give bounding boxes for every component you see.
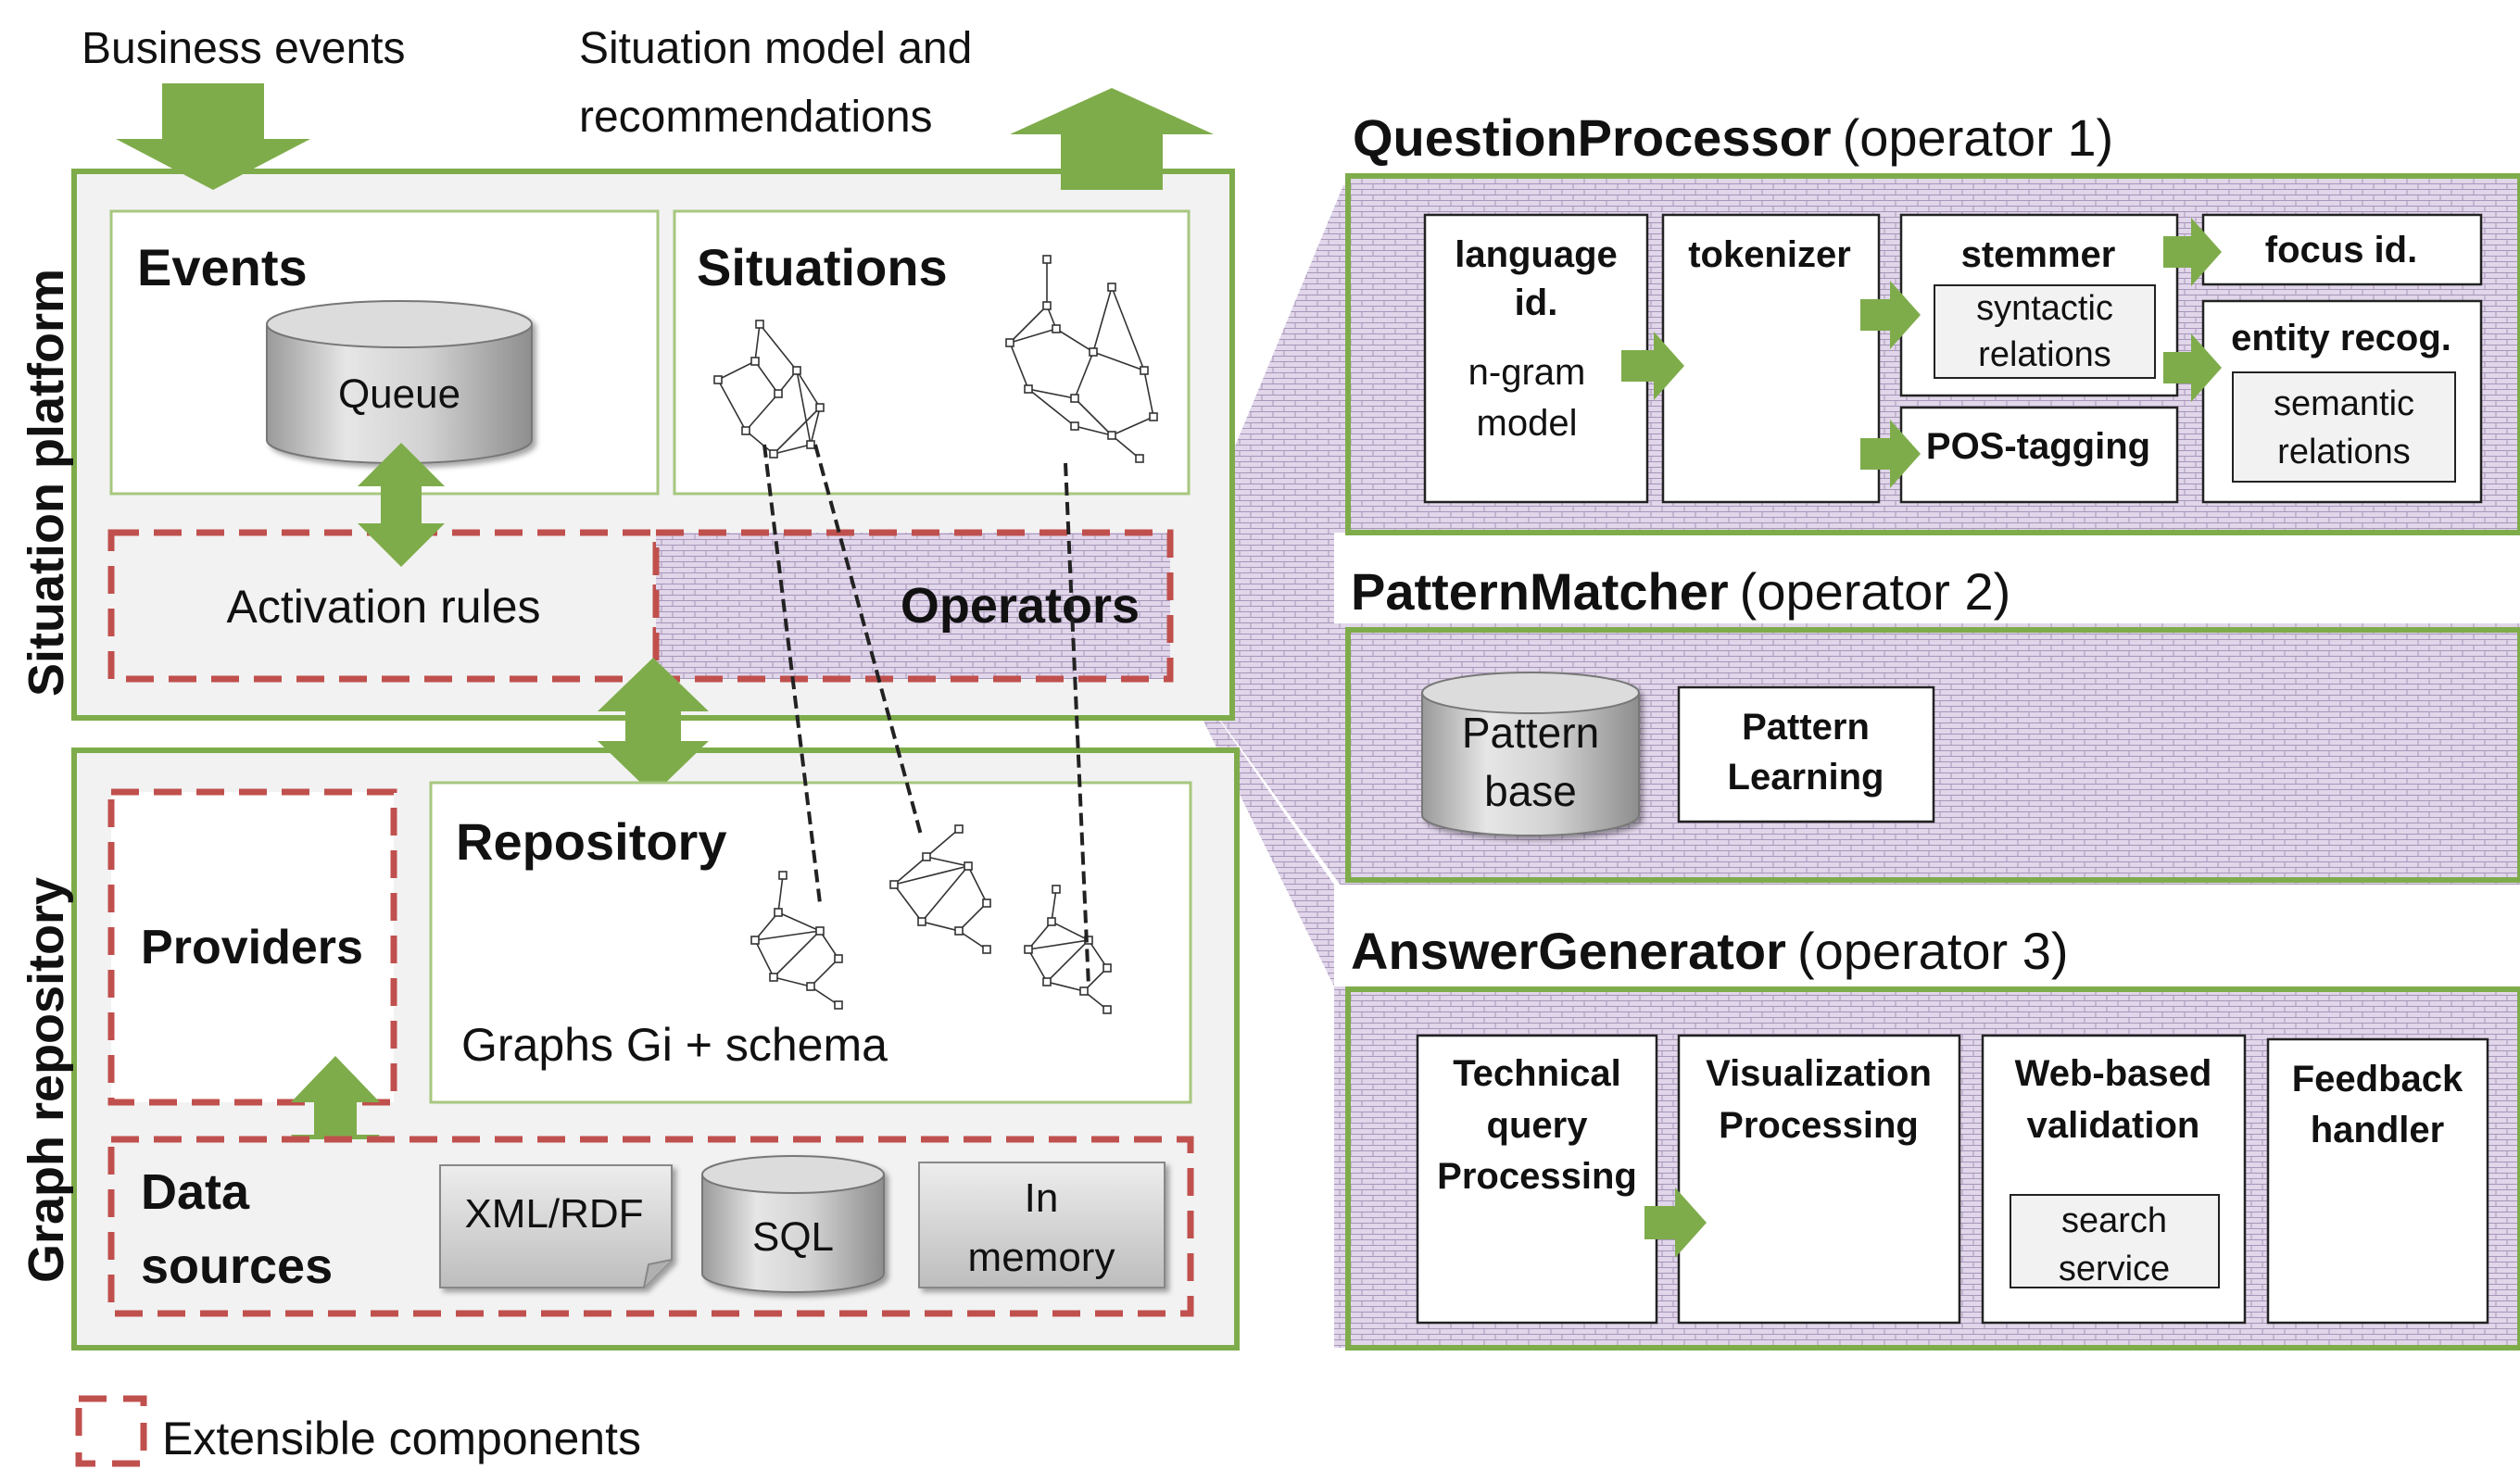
data-sources-label-2: sources — [141, 1238, 333, 1294]
search-service-box — [2010, 1194, 2220, 1288]
pattern-learning-label-1: Pattern — [1742, 707, 1870, 748]
pattern-learning-label-2: Learning — [1728, 757, 1884, 798]
pos-tagging-box — [1899, 406, 2179, 504]
legend-label: Extensible components — [162, 1413, 641, 1464]
focus-id-label: focus id. — [2265, 230, 2417, 270]
technical-label-1: Technical — [1453, 1053, 1621, 1094]
semantic-label-1: semantic — [2274, 384, 2414, 423]
web-label-1: Web-based — [2015, 1053, 2212, 1094]
in-memory-label-1: In — [1025, 1175, 1059, 1221]
semantic-label-2: relations — [2277, 433, 2411, 471]
answer-generator-title: AnswerGenerator(operator 3) — [1351, 922, 2069, 980]
pattern-matcher-title: PatternMatcher(operator 2) — [1351, 562, 2010, 621]
tokenizer-label: tokenizer — [1688, 234, 1851, 275]
platform-repository-arrow — [598, 658, 709, 795]
graph-repository-side-label: Graph repository — [19, 877, 74, 1283]
situations-box — [673, 209, 1191, 496]
visualization-label-2: Processing — [1719, 1105, 1919, 1146]
situation-model-label: Situation model and — [579, 24, 972, 73]
pos-tagging-label: POS-tagging — [1926, 426, 2150, 467]
question-processor-title: QuestionProcessor(operator 1) — [1353, 108, 2113, 167]
search-label-2: service — [2059, 1250, 2170, 1288]
in-memory-box — [918, 1162, 1166, 1288]
stemmer-label: stemmer — [1961, 234, 2116, 275]
queue-icon — [266, 300, 533, 464]
visualization-label-1: Visualization — [1706, 1053, 1932, 1094]
syntactic-label-1: syntactic — [1976, 289, 2113, 328]
situations-title: Situations — [697, 238, 948, 296]
events-title: Events — [137, 238, 308, 296]
sql-database-icon — [701, 1155, 885, 1293]
technical-to-visualization-arrow — [1644, 1187, 1707, 1258]
syntactic-label-2: relations — [1978, 335, 2111, 374]
pattern-base-label-1: Pattern — [1462, 709, 1599, 757]
providers-label: Providers — [141, 921, 363, 974]
data-sources-label-1: Data — [141, 1164, 250, 1220]
technical-query-box — [1416, 1034, 1658, 1325]
feedback-label-1: Feedback — [2292, 1059, 2463, 1099]
tokenizer-box — [1661, 213, 1881, 504]
ngram-label-1: n-gram — [1468, 352, 1586, 393]
providers-box — [107, 788, 397, 1106]
sql-label: SQL — [752, 1214, 834, 1260]
syntactic-relations-box — [1934, 284, 2156, 379]
feedback-label-2: handler — [2311, 1110, 2444, 1150]
web-label-2: validation — [2027, 1105, 2200, 1146]
semantic-relations-box — [2232, 371, 2456, 483]
feedback-handler-box — [2266, 1037, 2489, 1325]
queue-label: Queue — [338, 371, 460, 417]
recommendations-label: recommendations — [579, 93, 933, 142]
graph-link-lines — [762, 444, 1090, 987]
operators-box — [652, 529, 1174, 683]
activation-rules-label: Activation rules — [226, 581, 540, 633]
flow-arrows — [1621, 218, 2222, 488]
language-id-label-1: language — [1455, 234, 1618, 275]
in-memory-label-2: memory — [968, 1235, 1115, 1280]
technical-label-3: Processing — [1437, 1156, 1637, 1197]
business-events-label: Business events — [82, 24, 406, 73]
xml-rdf-label: XML/RDF — [464, 1191, 643, 1237]
pattern-learning-box — [1677, 685, 1935, 823]
ngram-label-2: model — [1477, 403, 1578, 444]
pattern-base-label-2: base — [1484, 767, 1577, 815]
technical-label-2: query — [1487, 1105, 1589, 1146]
operators-label: Operators — [901, 578, 1140, 634]
situation-platform-side-label: Situation platform — [19, 269, 74, 697]
xml-rdf-document-icon — [439, 1164, 673, 1288]
situation-model-arrow — [1010, 88, 1214, 190]
queue-activation-arrow — [358, 443, 445, 567]
business-events-arrow — [116, 83, 310, 190]
search-label-1: search — [2061, 1201, 2167, 1240]
graphs-schema-label: Graphs Gi + schema — [461, 1019, 888, 1071]
pattern-base-icon — [1421, 672, 1640, 836]
visualization-box — [1677, 1034, 1961, 1325]
language-id-label-2: id. — [1515, 283, 1558, 323]
legend-dashed-swatch — [75, 1395, 147, 1467]
repository-title: Repository — [456, 812, 727, 871]
entity-recog-label: entity recog. — [2231, 318, 2451, 358]
graph-network-icon — [713, 255, 1158, 1014]
